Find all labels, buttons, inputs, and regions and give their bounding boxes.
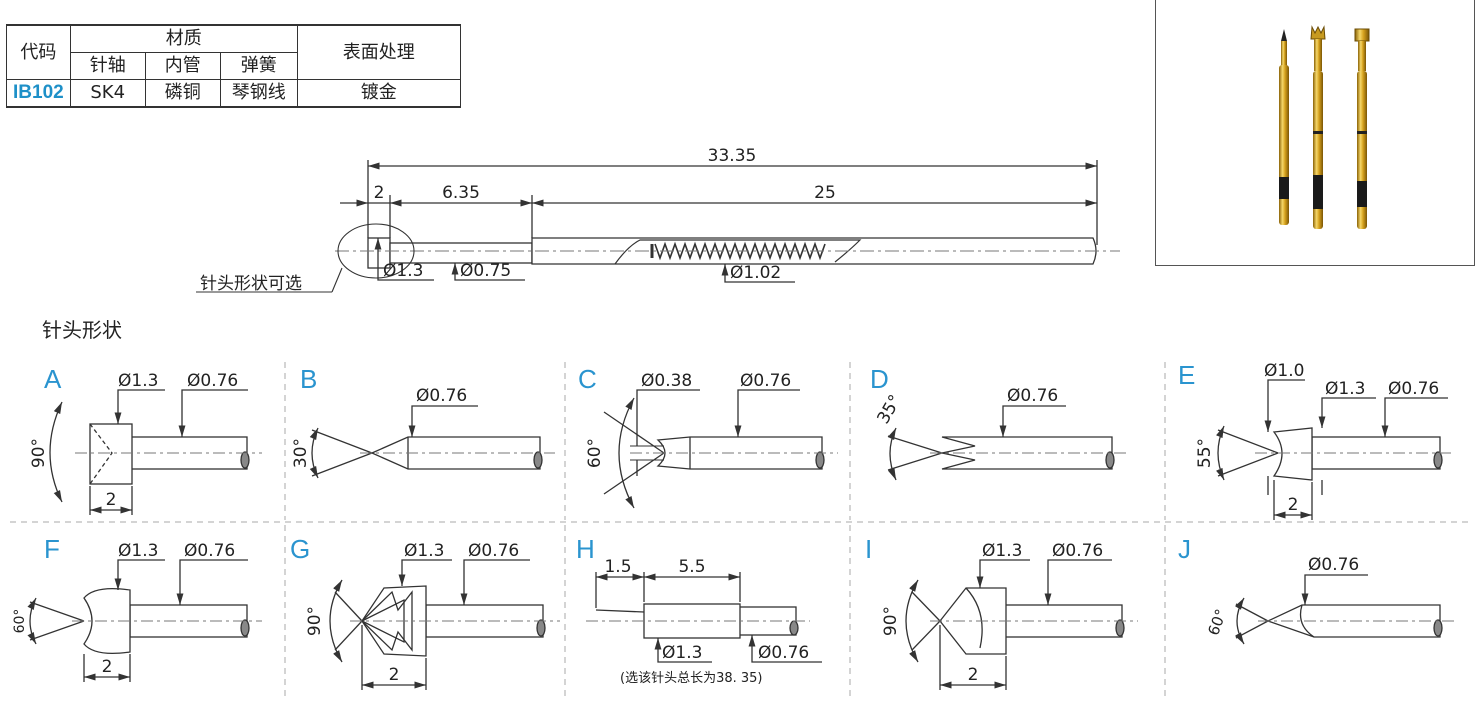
shape-A: A Ø1.3 Ø0.76 2 90° — [29, 364, 262, 515]
svg-text:Ø1.3: Ø1.3 — [118, 371, 158, 391]
svg-text:I: I — [865, 534, 872, 564]
svg-text:Ø0.76: Ø0.76 — [740, 371, 791, 391]
svg-text:60°: 60° — [1204, 607, 1230, 638]
svg-text:30°: 30° — [291, 438, 311, 468]
header-surface: 表面处理 — [296, 24, 461, 80]
header-shaft: 针轴 — [69, 52, 146, 80]
svg-text:Ø0.76: Ø0.76 — [1308, 555, 1359, 575]
svg-text:Ø0.76: Ø0.76 — [416, 386, 467, 406]
svg-text:2: 2 — [102, 657, 113, 677]
svg-text:J: J — [1178, 534, 1191, 564]
probe-pointed — [1279, 29, 1289, 225]
svg-text:1.5: 1.5 — [604, 557, 631, 577]
svg-text:Ø0.38: Ø0.38 — [641, 371, 692, 391]
section-title: 针头形状 — [42, 318, 122, 342]
svg-text:Ø0.76: Ø0.76 — [758, 643, 809, 663]
svg-text:F: F — [44, 534, 60, 564]
probe-flat — [1354, 28, 1370, 229]
shape-H: H 1.5 5.5 Ø1.3 Ø0.76 (选该针头总长为38. 35) — [576, 534, 822, 686]
svg-text:Ø0.76: Ø0.76 — [1007, 386, 1058, 406]
dim-barrel-dia: Ø1.02 — [730, 263, 781, 283]
header-material: 材质 — [69, 24, 298, 53]
dim-plunger-dia: Ø0.75 — [460, 261, 511, 281]
grid-lines — [10, 362, 1470, 700]
svg-text:Ø0.76: Ø0.76 — [468, 541, 519, 561]
svg-text:5.5: 5.5 — [678, 557, 705, 577]
svg-text:Ø0.76: Ø0.76 — [1052, 541, 1103, 561]
svg-text:60°: 60° — [585, 438, 605, 468]
dim-plunger-length: 6.35 — [442, 183, 480, 203]
dim-total-length: 33.35 — [708, 146, 757, 166]
svg-text:Ø1.3: Ø1.3 — [662, 643, 702, 663]
header-tube: 内管 — [144, 52, 221, 80]
probe-photo-illustration — [1279, 25, 1370, 229]
shape-F: F Ø1.3 Ø0.76 2 60° — [12, 534, 262, 682]
row-surface: 镀金 — [296, 79, 461, 108]
shape-E: E Ø1.0 Ø1.3 Ø0.76 2 55° — [1178, 360, 1455, 520]
shape-A-letter: A — [44, 364, 62, 394]
header-spring: 弹簧 — [219, 52, 298, 80]
dim-head-dia: Ø1.3 — [383, 261, 423, 281]
svg-text:2: 2 — [1288, 495, 1299, 515]
svg-text:G: G — [290, 534, 310, 564]
product-photo — [1155, 0, 1475, 266]
probe-crown — [1310, 25, 1326, 229]
svg-text:Ø1.3: Ø1.3 — [982, 541, 1022, 561]
svg-text:90°: 90° — [29, 438, 49, 468]
shape-B: B Ø0.76 30° — [291, 364, 555, 479]
shape-I: I Ø1.3 Ø0.76 2 90° — [865, 534, 1138, 690]
main-probe-drawing — [196, 160, 1120, 293]
header-code: 代码 — [6, 24, 71, 80]
svg-text:Ø1.3: Ø1.3 — [404, 541, 444, 561]
svg-text:2: 2 — [389, 665, 400, 685]
svg-text:2: 2 — [968, 665, 979, 685]
svg-text:90°: 90° — [305, 606, 325, 636]
svg-text:Ø1.3: Ø1.3 — [1325, 379, 1365, 399]
row-code: IB102 — [6, 79, 71, 108]
svg-text:55°: 55° — [1195, 438, 1215, 468]
svg-text:H: H — [576, 534, 595, 564]
svg-text:C: C — [578, 364, 597, 394]
svg-text:35°: 35° — [873, 391, 905, 427]
svg-text:(选该针头总长为38. 35): (选该针头总长为38. 35) — [620, 671, 763, 686]
row-tube: 磷铜 — [144, 79, 221, 108]
dim-head-length: 2 — [374, 183, 385, 203]
svg-text:B: B — [300, 364, 317, 394]
dim-barrel-length: 25 — [814, 183, 836, 203]
svg-text:90°: 90° — [881, 606, 901, 636]
row-spring: 琴钢线 — [219, 79, 298, 108]
svg-text:Ø0.76: Ø0.76 — [187, 371, 238, 391]
shape-D: D Ø0.76 35° — [870, 364, 1128, 481]
svg-text:2: 2 — [106, 490, 117, 510]
svg-text:Ø1.3: Ø1.3 — [118, 541, 158, 561]
svg-text:D: D — [870, 364, 889, 394]
callout-optional-head: 针头形状可选 — [200, 274, 302, 294]
svg-text:Ø0.76: Ø0.76 — [1388, 379, 1439, 399]
svg-text:Ø1.0: Ø1.0 — [1264, 361, 1304, 381]
shape-G: G Ø1.3 Ø0.76 2 90° — [290, 534, 560, 690]
svg-text:E: E — [1178, 360, 1195, 390]
svg-text:Ø0.76: Ø0.76 — [184, 541, 235, 561]
shape-J: J Ø0.76 60° — [1178, 534, 1455, 645]
shape-C: C Ø0.38 Ø0.76 60° — [578, 364, 838, 509]
spec-table: 代码 材质 表面处理 针轴 内管 弹簧 IB102 SK4 磷铜 琴钢线 镀金 — [6, 24, 461, 108]
row-shaft: SK4 — [69, 79, 146, 108]
svg-text:60°: 60° — [12, 609, 28, 634]
